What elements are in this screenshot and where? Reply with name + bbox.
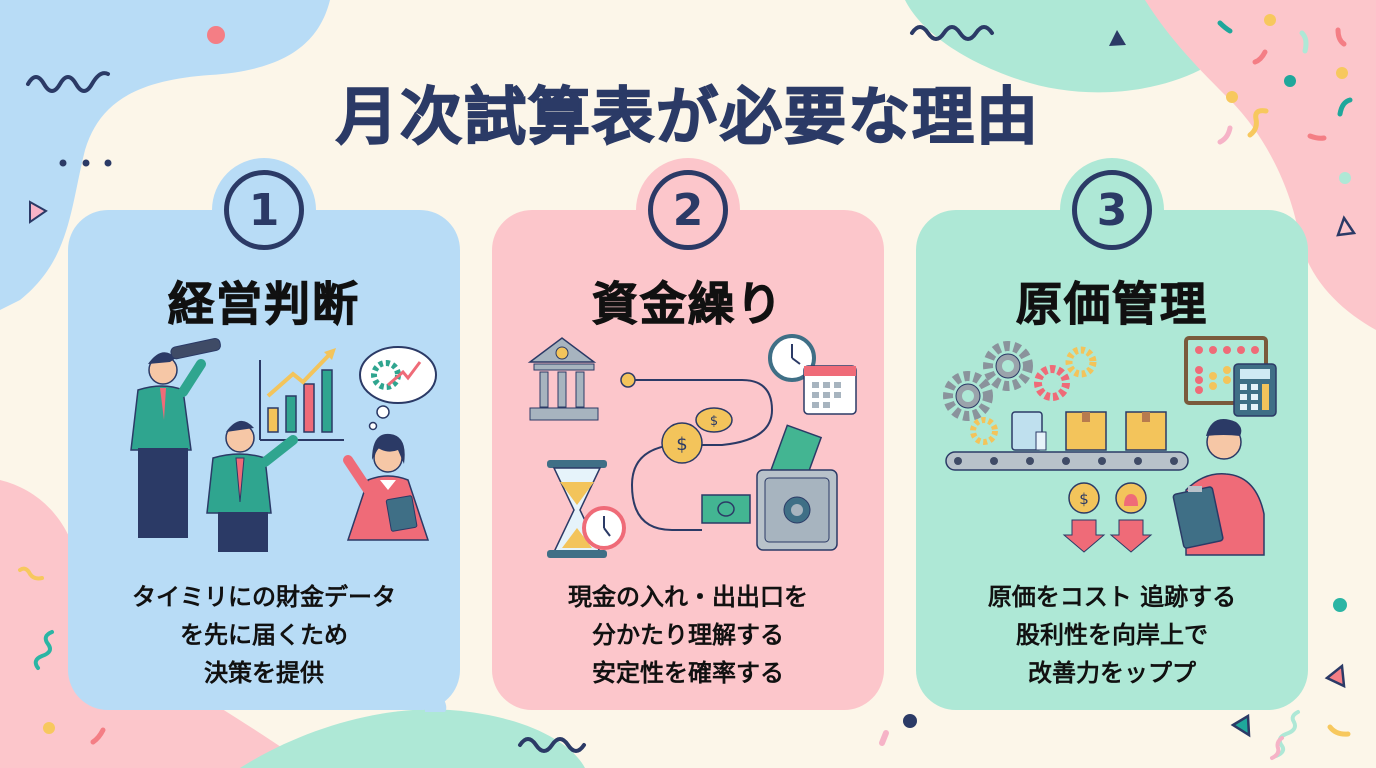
card-title: 資金繰り <box>592 277 784 332</box>
card-description: 原価をコスト 追跡する 股利性を向岸上で 改善力をッププ <box>987 583 1237 687</box>
svg-text:$: $ <box>710 414 718 429</box>
card-description: 現金の入れ・出出口を 分かたり理解する 安定性を確率する <box>568 583 808 687</box>
card-title: 経営判断 <box>168 277 360 332</box>
svg-text:$: $ <box>676 434 687 455</box>
number-badge: 1 <box>224 170 304 250</box>
bank-coins-cash-safe-icon: $ $ <box>527 334 857 558</box>
number-badge: 2 <box>648 170 728 250</box>
conveyor-gears-abacus-icon: $ <box>943 336 1277 556</box>
page-title: 月次試算表が必要な理由 <box>335 79 1040 154</box>
number-badge: 3 <box>1072 170 1152 250</box>
svg-text:$: $ <box>1079 490 1089 508</box>
card-description: タイミリにの財金データ を先に届くため 決策を提供 <box>132 583 396 687</box>
card-title: 原価管理 <box>1016 277 1208 332</box>
business-people-growth-chart-icon <box>130 338 437 552</box>
